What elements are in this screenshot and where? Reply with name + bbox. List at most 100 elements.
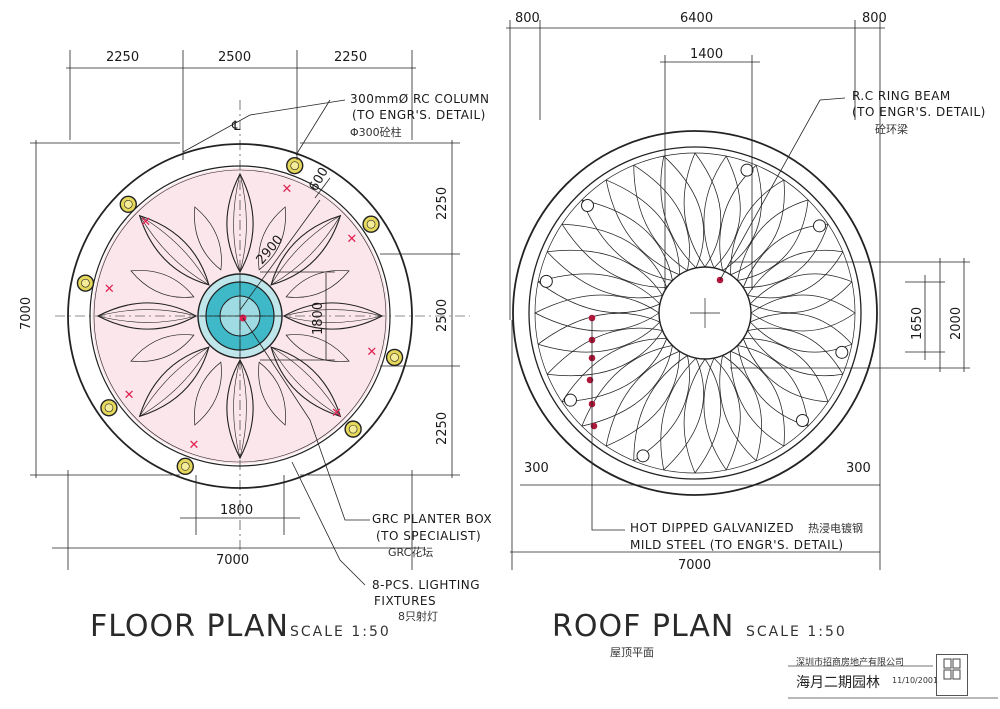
flower-petal-inner	[270, 215, 341, 286]
steel-rib	[743, 338, 829, 403]
roof-dim-2000: 2000	[949, 307, 964, 340]
rc-column: ✕	[100, 388, 135, 417]
steel-rib	[581, 345, 673, 427]
roof-texts: 800 6400 800 1400 1650 2000 300 300 7000…	[515, 11, 986, 659]
flower-petal-inner	[139, 346, 210, 417]
flower-petal-secondary	[194, 206, 222, 271]
flower-petal-inner	[270, 346, 341, 417]
floor-dim-right-2: 2500	[435, 299, 450, 332]
roof-dim-1650: 1650	[910, 307, 925, 340]
steel-rib	[537, 312, 661, 345]
flower-petal-secondary	[194, 361, 222, 426]
steel-rib	[537, 321, 661, 353]
note-ring-line1: R.C RING BEAM	[852, 89, 951, 103]
steel-rib	[537, 281, 661, 314]
steel-rib	[737, 199, 809, 281]
roof-column	[835, 345, 849, 359]
floor-dims	[30, 50, 470, 570]
steel-rib	[537, 273, 661, 305]
steel-rib	[605, 179, 680, 275]
roof-dim-6400: 6400	[680, 11, 713, 26]
title-block: 深圳市招商房地产有限公司 海月二期园林 11/10/2001	[788, 652, 998, 700]
floor-dim-right-1: 2250	[435, 187, 450, 220]
floor-leaders	[182, 99, 370, 586]
steel-rib	[750, 312, 856, 332]
steel-rib	[713, 155, 741, 269]
flower-petal-inner	[233, 358, 247, 459]
steel-rib	[703, 357, 727, 471]
roof-column	[581, 199, 595, 213]
steel-rib	[581, 345, 673, 427]
light-fixture-marker: ✕	[104, 282, 115, 297]
roof-column	[740, 163, 754, 177]
roof-dim-800-left: 800	[515, 11, 540, 26]
floor-dim-600: 600	[306, 165, 331, 194]
flower-petal-secondary	[258, 361, 286, 426]
floor-dim-top-1: 2250	[106, 50, 139, 65]
project-name: 海月二期园林	[796, 675, 880, 691]
note-steel-cn: 热浸电镀钢	[808, 521, 863, 535]
note-planter-line2: (TO SPECIALIST)	[376, 529, 481, 543]
steel-rib	[742, 338, 829, 403]
roof-column	[795, 413, 809, 427]
roof-column	[539, 274, 553, 288]
floor-plan-title: FLOOR PLAN	[90, 609, 289, 644]
roof-column	[813, 219, 827, 233]
steel-rib	[730, 179, 785, 276]
note-lighting-line2: FIXTURES	[374, 594, 436, 608]
floor-flower-petals	[96, 172, 384, 460]
flower-petal-secondary	[130, 270, 195, 298]
steel-rib	[749, 281, 853, 314]
steel-rib	[633, 164, 690, 271]
steel-rib	[749, 312, 853, 345]
steel-rib	[713, 357, 741, 471]
steel-rib	[605, 350, 680, 447]
roof-dim-bottom-7000: 7000	[678, 558, 711, 573]
note-planter-line1: GRC PLANTER BOX	[372, 512, 492, 526]
floor-dim-bottom-1800: 1800	[220, 503, 253, 518]
steel-rib	[737, 199, 809, 281]
rc-column: ✕	[76, 274, 115, 297]
floor-plan: ✕✕✕✕✕✕✕✕	[30, 50, 470, 586]
steel-rib	[561, 223, 667, 288]
roof-dim-300-right: 300	[846, 461, 871, 476]
note-ring-line2: (TO ENGR'S. DETAIL)	[852, 105, 986, 119]
note-steel-line2: MILD STEEL (TO ENGR'S. DETAIL)	[630, 538, 844, 552]
roof-dim-800-right: 800	[862, 11, 887, 26]
steel-rib	[561, 338, 667, 403]
roof-column	[563, 393, 577, 407]
steel-rib	[547, 249, 663, 296]
flower-petal-secondary	[130, 334, 195, 362]
steel-rib	[605, 179, 680, 276]
flower-petal-secondary	[285, 270, 350, 298]
floor-dim-left: 7000	[19, 297, 34, 330]
floor-dim-top-2: 2500	[218, 50, 251, 65]
drawing-date: 11/10/2001	[892, 676, 939, 685]
light-fixture-marker: ✕	[331, 406, 342, 421]
roof-leaders	[591, 97, 846, 531]
light-fixture-marker: ✕	[366, 345, 377, 360]
steel-rib	[561, 223, 668, 288]
floor-dim-right-3: 2250	[435, 412, 450, 445]
steel-rib	[546, 327, 663, 375]
floor-texts: 2250 2500 2250 7000 2250 2500 2250 1800 …	[19, 50, 492, 644]
steel-rib	[747, 327, 844, 375]
steel-rib	[683, 152, 706, 268]
flower-petal-secondary	[258, 206, 286, 271]
steel-rib	[581, 199, 673, 281]
steel-rib	[534, 312, 660, 332]
steel-rib	[534, 294, 660, 314]
steel-rib	[694, 358, 722, 474]
steel-rib	[683, 358, 706, 474]
roof-dim-1400: 1400	[690, 47, 723, 62]
rc-column: ✕	[331, 406, 362, 438]
steel-rib	[749, 321, 853, 353]
steel-rib	[730, 351, 785, 447]
note-column-cn: Φ300砼柱	[350, 125, 402, 139]
steel-rib	[660, 156, 697, 269]
steel-rib	[750, 294, 856, 314]
steel-rib	[663, 155, 704, 269]
floor-dim-bottom-7000: 7000	[216, 553, 249, 568]
floor-dim-1800-vertical: 1800	[311, 302, 326, 335]
light-fixture-marker: ✕	[282, 182, 293, 197]
